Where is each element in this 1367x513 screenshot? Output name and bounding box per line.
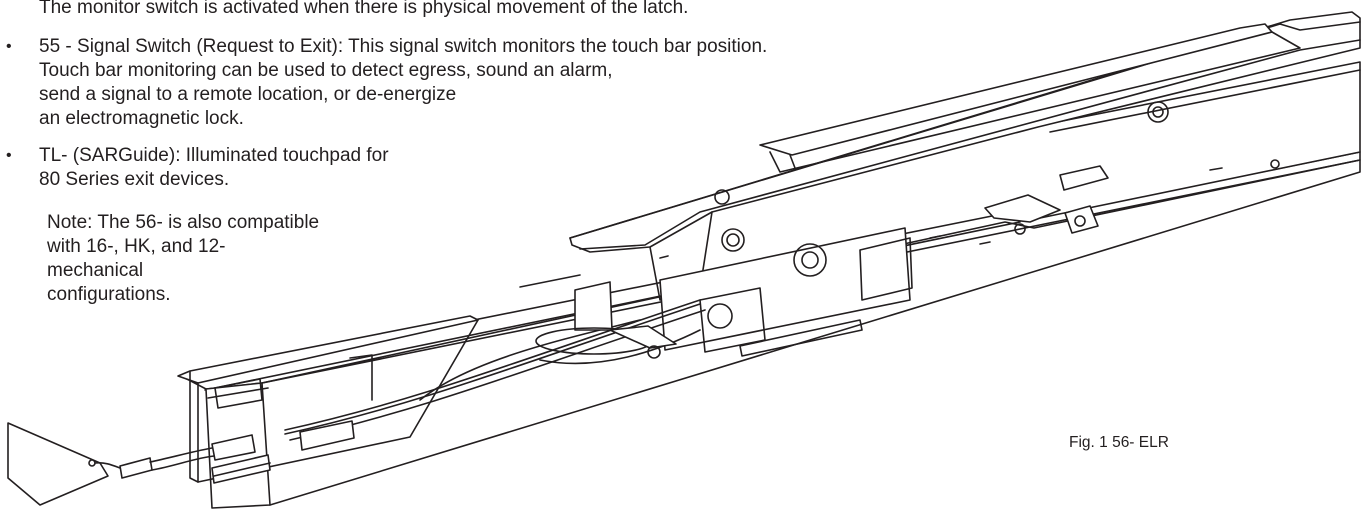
bullet-line: an electromagnetic lock. (39, 108, 244, 129)
note-line: with 16-, HK, and 12- (47, 236, 226, 257)
bullet-line: 80 Series exit devices. (39, 169, 230, 190)
note-line: Note: The 56- is also compatible (47, 212, 320, 233)
intro-text: The monitor switch is activated when the… (39, 0, 689, 18)
bullet-line: send a signal to a remote location, or d… (39, 84, 457, 105)
bullet-line: Touch bar monitoring can be used to dete… (39, 60, 613, 81)
note-line: mechanical (47, 260, 144, 281)
bullet-line: TL- (SARGuide): Illuminated touchpad for (39, 145, 389, 166)
figure-caption: Fig. 1 56- ELR (1069, 434, 1169, 451)
bullet-marker: • (6, 38, 12, 55)
bullet-marker: • (6, 147, 12, 164)
bullet-line: 55 - Signal Switch (Request to Exit): Th… (39, 36, 768, 57)
note-line: configurations. (47, 284, 171, 305)
